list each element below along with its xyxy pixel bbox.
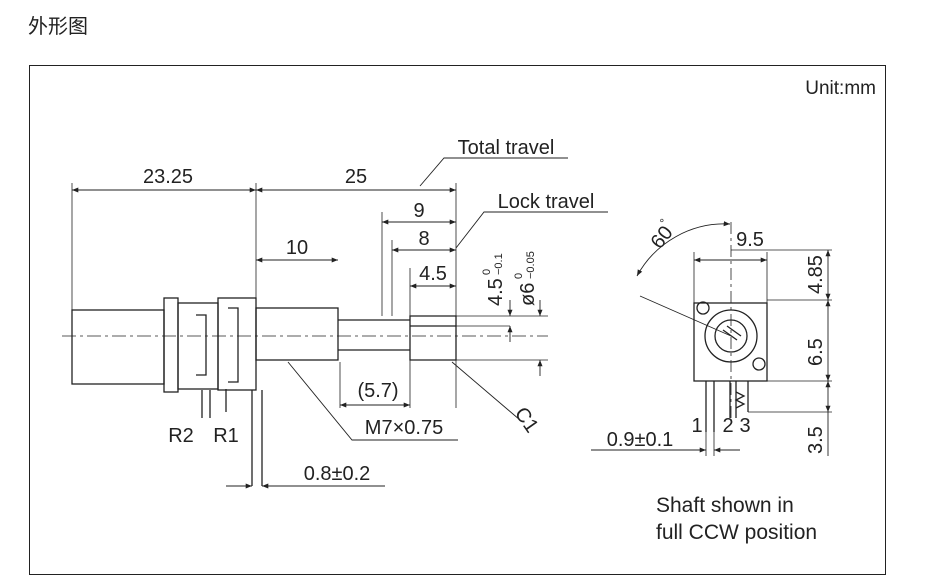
dim-shaft-dia-group: ø6 0 −0.05 <box>513 251 539 306</box>
dim-total-travel-value: 9 <box>413 200 424 222</box>
side-view-body <box>71 297 457 486</box>
front-dimension-lines <box>591 221 831 456</box>
front-dim-bottom: 3.5 <box>805 426 827 454</box>
side-leaders <box>287 157 608 441</box>
chamfer-label: C1 <box>510 403 543 437</box>
dim-bushing-length: 10 <box>286 237 308 259</box>
side-dimension-lines <box>72 187 543 489</box>
dim-flat-length: 4.5 <box>419 263 447 285</box>
front-dim-top: 4.85 <box>805 255 827 294</box>
front-dim-mid: 6.5 <box>805 338 827 366</box>
note-line-1: Shaft shown in <box>656 494 794 517</box>
label-lock-travel: Lock travel <box>498 191 595 213</box>
pin-3-label: 3 <box>739 415 750 437</box>
dim-shaft-tol-lower: −0.05 <box>525 251 537 279</box>
pin-r2: R2 <box>168 425 194 447</box>
front-extension-lines <box>639 222 832 456</box>
dim-shaft-dia: ø6 <box>517 283 539 306</box>
dim-lock-travel-value: 8 <box>418 228 429 250</box>
front-view-body <box>693 301 768 432</box>
unit-label: Unit:mm <box>805 78 876 99</box>
pin-2-label: 2 <box>722 415 733 437</box>
thread-spec: M7×0.75 <box>365 417 443 439</box>
front-width: 9.5 <box>736 229 764 251</box>
dim-flat-height: 4.5 <box>485 278 507 306</box>
pin-r1: R1 <box>213 425 239 447</box>
pin-1-label: 1 <box>691 415 702 437</box>
terminal-thickness: 0.8±0.2 <box>304 463 371 485</box>
angle-group: 60 ° <box>647 216 678 253</box>
dim-shaft-length: 25 <box>345 166 367 188</box>
dim-5-7: (5.7) <box>357 380 398 402</box>
dim-flat-tol-upper: 0 <box>481 269 493 275</box>
side-extension-lines <box>71 183 548 408</box>
angle-value: 60 <box>647 222 678 253</box>
dim-total-length: 23.25 <box>143 166 193 188</box>
dim-shaft-tol-upper: 0 <box>513 273 525 279</box>
pin-pitch: 0.9±0.1 <box>607 429 674 451</box>
note-line-2: full CCW position <box>656 521 817 544</box>
dim-flat-tol-lower: −0.1 <box>493 253 505 275</box>
page-title: 外形图 <box>28 14 88 38</box>
label-total-travel: Total travel <box>458 137 555 159</box>
dim-flat-height-group: 4.5 0 −0.1 <box>481 253 507 306</box>
drawing-frame <box>29 65 886 575</box>
